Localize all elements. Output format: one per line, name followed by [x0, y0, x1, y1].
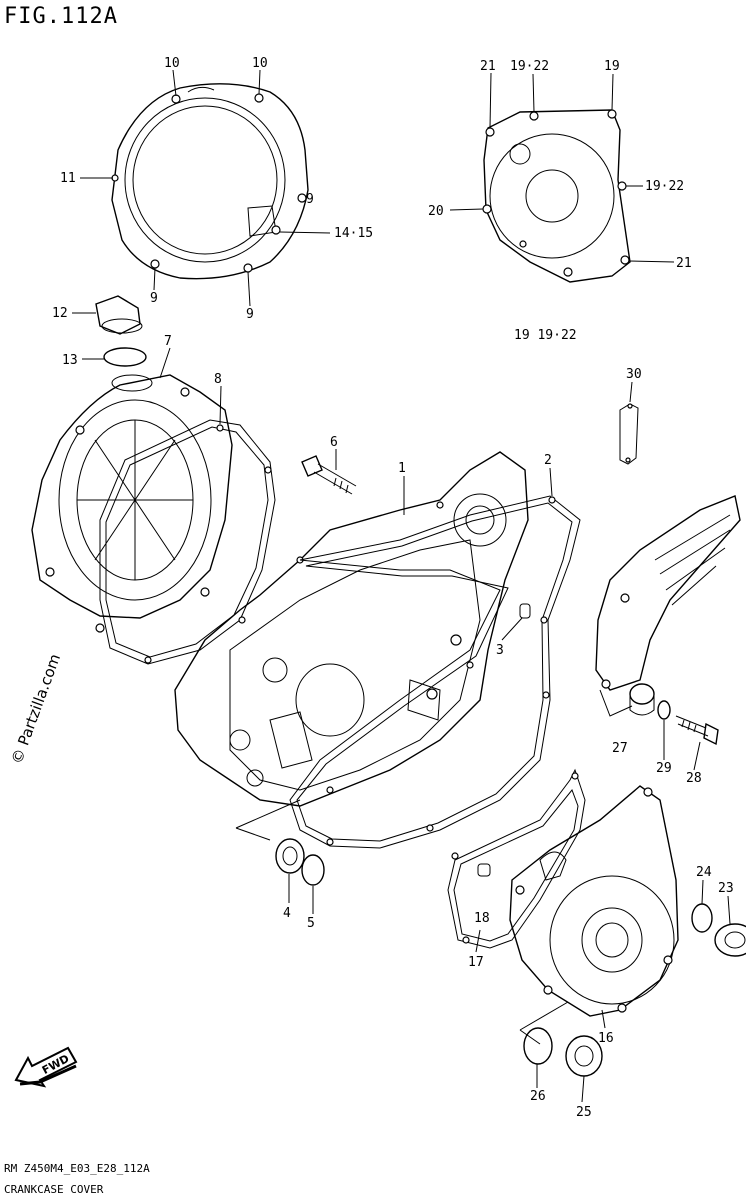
- callout-19-22-side: 19·22: [645, 179, 684, 194]
- clutch-outer-cover-part[interactable]: [31, 374, 233, 633]
- callout-9b: 9: [150, 291, 158, 306]
- figure-caption: CRANKCASE COVER: [4, 1183, 104, 1196]
- plug-25-part[interactable]: [565, 1035, 603, 1077]
- callout-26: 26: [530, 1089, 546, 1104]
- callout-10b: 10: [252, 56, 268, 71]
- sprocket-cover-part[interactable]: [595, 495, 741, 691]
- lower-cover-part[interactable]: [509, 785, 679, 1017]
- callout-7: 7: [164, 334, 172, 349]
- callout-21b: 21: [676, 256, 692, 271]
- callout-2: 2: [544, 453, 552, 468]
- forward-arrow-icon: FWD: [14, 1046, 78, 1088]
- callout-9c: 9: [246, 307, 254, 322]
- crankcase-gasket-part[interactable]: [289, 495, 581, 849]
- o-ring-24-part[interactable]: [691, 903, 713, 933]
- clutch-cover-gasket-part[interactable]: [99, 419, 276, 665]
- lower-cover-gasket-part[interactable]: [447, 768, 586, 949]
- callout-6: 6: [330, 435, 338, 450]
- callout-20: 20: [428, 204, 444, 219]
- callout-25: 25: [576, 1105, 592, 1120]
- oil-filler-cap-part[interactable]: [95, 295, 143, 335]
- callout-28: 28: [686, 771, 702, 786]
- figure-title: FIG.112A: [4, 4, 118, 29]
- callout-13: 13: [62, 353, 78, 368]
- magneto-cover-part[interactable]: [482, 109, 631, 283]
- callout-14-15: 14·15: [334, 226, 373, 241]
- callout-8: 8: [214, 372, 222, 387]
- clutch-cover-part[interactable]: [111, 83, 309, 280]
- spacer-27-part[interactable]: [629, 683, 655, 716]
- dowel-pin-3-part[interactable]: [519, 603, 531, 619]
- callout-29: 29: [656, 761, 672, 776]
- callout-17: 17: [468, 955, 484, 970]
- callout-16: 16: [598, 1031, 614, 1046]
- dowel-pin-18-part[interactable]: [477, 863, 491, 877]
- plug-23-part[interactable]: [714, 923, 746, 957]
- callout-5: 5: [307, 916, 315, 931]
- oil-seal-4-part[interactable]: [275, 838, 305, 874]
- circlip-5-part[interactable]: [301, 854, 325, 886]
- bolt-6-part[interactable]: [301, 455, 357, 495]
- o-ring-26-part[interactable]: [523, 1027, 553, 1065]
- crankcase-part[interactable]: [174, 451, 529, 807]
- callout-19a: 19: [604, 59, 620, 74]
- callout-9a: 9: [306, 192, 314, 207]
- callout-12: 12: [52, 306, 68, 321]
- chain-guide-30-part[interactable]: [619, 403, 639, 465]
- washer-29-part[interactable]: [657, 700, 671, 720]
- callout-10a: 10: [164, 56, 180, 71]
- callout-24: 24: [696, 865, 712, 880]
- bolt-28-part[interactable]: [675, 715, 719, 746]
- callout-21a: 21: [480, 59, 496, 74]
- callout-19-note: 19 19·22: [514, 328, 577, 343]
- callout-4: 4: [283, 906, 291, 921]
- callout-1: 1: [398, 461, 406, 476]
- callout-19-22-top: 19·22: [510, 59, 549, 74]
- callout-3: 3: [496, 643, 504, 658]
- figure-code: RM Z450M4_E03_E28_112A: [4, 1162, 150, 1175]
- callout-23: 23: [718, 881, 734, 896]
- callout-18: 18: [474, 911, 490, 926]
- callout-30: 30: [626, 367, 642, 382]
- o-ring-13-part[interactable]: [103, 347, 147, 367]
- callout-27: 27: [612, 741, 628, 756]
- callout-11: 11: [60, 171, 76, 186]
